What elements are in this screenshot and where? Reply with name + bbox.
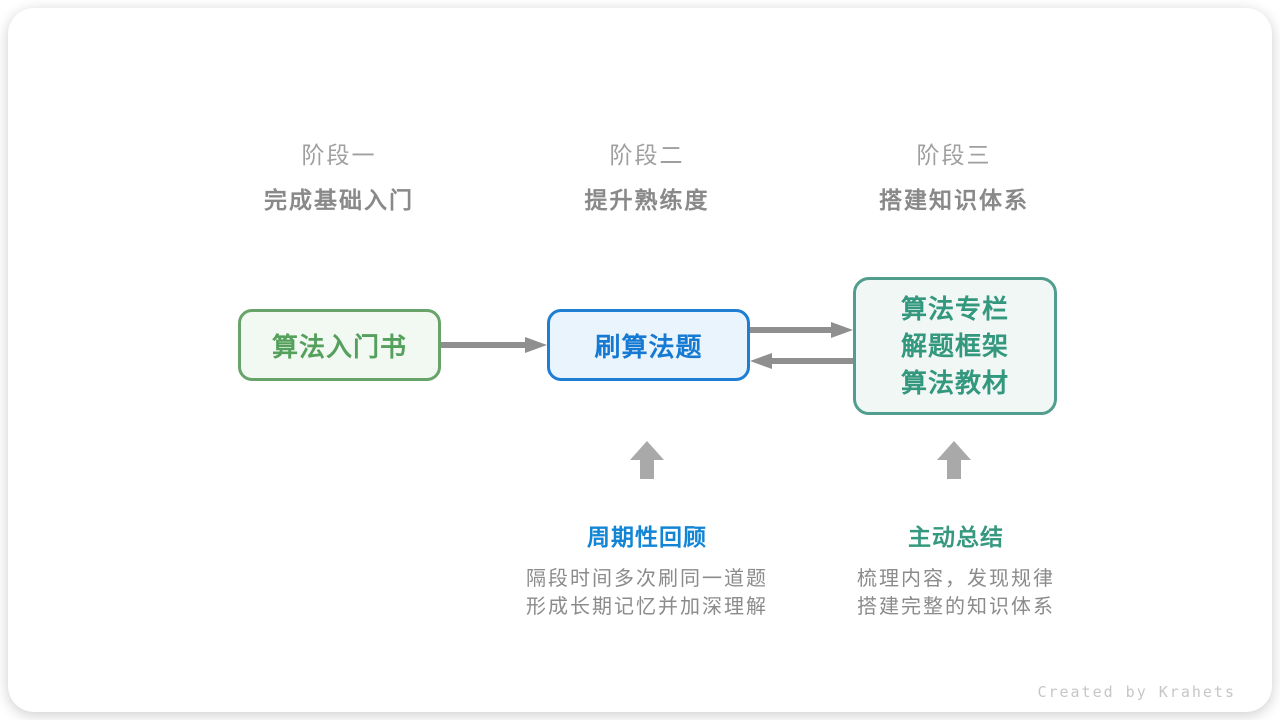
stage-2-subtitle: 提升熟练度 [584,187,710,213]
node-intro-book: 算法入门书 [238,309,441,381]
node-knowledge-line-1: 算法专栏 [900,293,1009,324]
arrow-right-icon [750,322,853,338]
annotation-review-desc-line-2: 形成长期记忆并加深理解 [526,596,768,618]
stage-2-label: 阶段二 [609,142,685,168]
credit-text: Created by Krahets [1037,683,1236,701]
node-knowledge-sources: 算法专栏 解题框架 算法教材 [853,277,1057,415]
annotation-summary-title: 主动总结 [908,524,1004,550]
arrow-up-icon [937,441,971,479]
node-practice-problems: 刷算法题 [547,309,750,381]
annotation-review-desc: 隔段时间多次刷同一道题 形成长期记忆并加深理解 [487,565,807,621]
annotation-summary-desc-line-1: 梳理内容，发现规律 [857,568,1055,590]
annotation-review-title: 周期性回顾 [587,524,707,550]
node-knowledge-line-3: 算法教材 [900,367,1009,398]
diagram-card: 阶段一 完成基础入门 阶段二 提升熟练度 阶段三 搭建知识体系 算法入门书 刷算… [8,8,1272,712]
node-intro-book-label: 算法入门书 [271,331,407,362]
stage-1-subtitle: 完成基础入门 [264,187,414,213]
arrow-right-icon [441,337,547,353]
stage-1-label: 阶段一 [301,142,377,168]
stage-3-label: 阶段三 [916,142,992,168]
node-knowledge-line-2: 解题框架 [900,330,1009,361]
node-practice-problems-label: 刷算法题 [594,331,703,362]
stage-3-subtitle: 搭建知识体系 [879,187,1029,213]
annotation-summary-desc: 梳理内容，发现规律 搭建完整的知识体系 [796,565,1116,621]
annotation-review-desc-line-1: 隔段时间多次刷同一道题 [526,568,768,590]
arrow-left-icon [750,353,853,369]
annotation-summary-desc-line-2: 搭建完整的知识体系 [857,596,1055,618]
arrow-up-icon [630,441,664,479]
